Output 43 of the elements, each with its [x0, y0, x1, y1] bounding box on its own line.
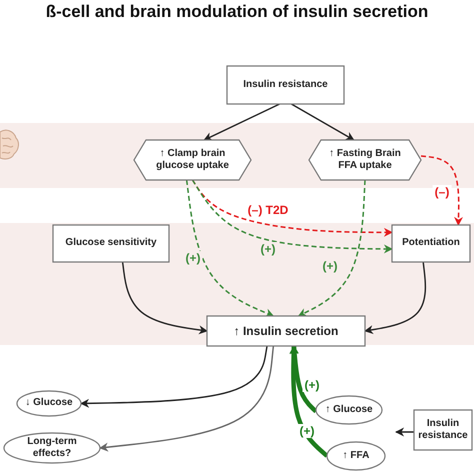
edge-label: (–) T2D: [246, 203, 290, 217]
arrow: [291, 103, 355, 141]
dashed-arrow: [298, 180, 366, 317]
arrow: [203, 103, 280, 141]
edge-label: (+): [258, 242, 278, 256]
dashed-arrow: [186, 180, 274, 317]
node-label: ↓ Glucose: [25, 397, 73, 410]
arrow: [395, 428, 414, 436]
oval-node: [16, 390, 82, 417]
edge-label: (+): [320, 259, 340, 273]
oval-node: [326, 441, 386, 471]
node-label: Insulin resistance: [243, 78, 328, 92]
edge-label: (+): [302, 378, 322, 392]
process-box: [226, 65, 345, 105]
node-label: ↑ Glucose: [325, 404, 373, 416]
arrow: [289, 345, 328, 458]
arrow: [290, 345, 318, 414]
process-box: [391, 224, 471, 263]
oval-node: [315, 395, 383, 425]
arrow: [364, 262, 426, 334]
hexagon-node: [308, 139, 422, 181]
title: ß-cell and brain modulation of insulin secretion: [44, 2, 430, 22]
edge-label: (+): [298, 424, 316, 438]
process-box: [413, 409, 473, 451]
edge-label: (–): [432, 185, 452, 199]
node-label: Insulin resistance: [418, 418, 468, 442]
node-label: ↑ Clamp brain glucose uptake: [155, 148, 230, 172]
process-box: [206, 315, 366, 347]
node-label: ↑ Insulin secretion: [234, 324, 338, 338]
node-label: ↑ Fasting Brain FFA uptake: [328, 148, 402, 172]
node-label: Long-term effects?: [26, 436, 78, 460]
arrow: [99, 346, 274, 452]
arrow: [122, 262, 208, 334]
oval-node: [3, 432, 101, 464]
node-label: Potentiation: [402, 237, 460, 250]
process-box: [52, 224, 170, 263]
node-label: ↑ FFA: [342, 450, 370, 462]
hexagon-node: [133, 139, 252, 181]
edge-label: (+): [184, 251, 202, 265]
dashed-arrow: [192, 180, 393, 254]
arrow: [80, 346, 268, 408]
node-label: Glucose sensitivity: [65, 237, 157, 250]
dashed-arrow: [420, 155, 463, 226]
